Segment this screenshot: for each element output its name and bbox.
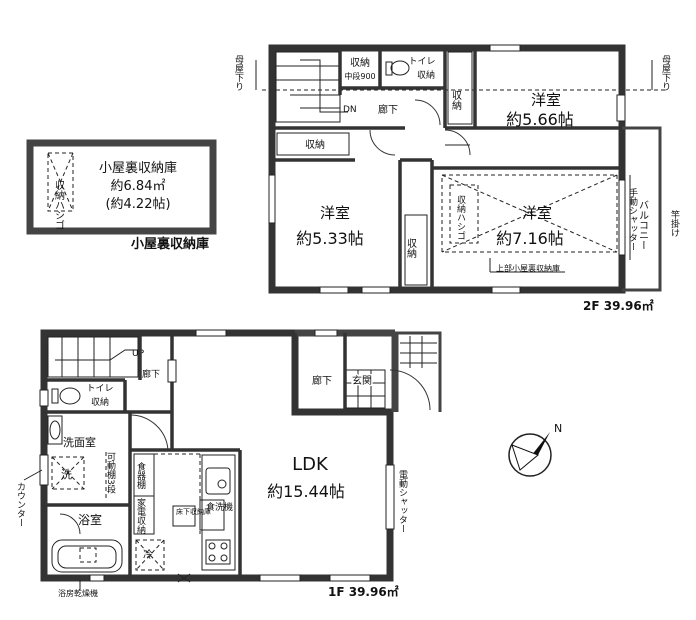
north-label: N <box>554 422 562 435</box>
ldk-name: LDK <box>292 454 329 475</box>
movable-shelf-label: 可動棚3段 <box>105 452 116 495</box>
closet-top-sub: 中段900 <box>344 71 375 81</box>
floor1-area-label: 1F 39.96㎡ <box>328 584 399 599</box>
underfloor-storage-label: 床下収納庫 <box>176 507 211 516</box>
hanger-label: 竿掛け <box>669 209 680 237</box>
attic-area-tatami: (約4.22帖) <box>105 197 170 212</box>
north-compass: N <box>508 422 562 477</box>
pantry-label: 食器棚 <box>135 461 146 490</box>
ldk-size: 約15.44帖 <box>267 482 345 501</box>
washroom-label: 洗面室 <box>63 435 96 449</box>
fridge-label: 冷 <box>143 548 153 561</box>
closet-a-label: 収納 <box>450 90 462 111</box>
room3-name: 洋室 <box>522 204 552 222</box>
toilet-2f-label: トイレ <box>408 57 435 67</box>
manual-shutter-label: 手動シャッター <box>627 187 638 251</box>
attic-storage-plan: 収納ハシゴ 小屋裏収納庫 約6.84㎡ (約4.22帖) 小屋裏収納庫 <box>26 139 217 252</box>
toilet-2f-icon <box>390 60 410 76</box>
dishwasher-label: 食洗機 <box>206 501 233 513</box>
room1-name: 洋室 <box>531 91 561 109</box>
room2-size: 約5.33帖 <box>296 229 364 248</box>
closet-top-label: 収納 <box>350 56 370 69</box>
attic-hatch-label: 収納ハシゴ <box>53 180 65 230</box>
closet-b-label: 収納 <box>305 138 325 151</box>
second-floor-plan: 母屋下り 母屋下り バルコニー 竿掛け 手動シャッター DN 収納 中段90 <box>233 44 680 313</box>
toilet-2f-storage: 収納 <box>417 69 435 81</box>
roof-lowering-right: 母屋下り <box>660 55 671 91</box>
bath-label: 浴室 <box>78 512 102 527</box>
room3-attic-note: 上部小屋裏収納庫 <box>496 263 560 273</box>
room2-name: 洋室 <box>320 204 350 222</box>
floor2-area-label: 2F 39.96㎡ <box>583 298 654 313</box>
balcony-label: バルコニー <box>637 200 649 250</box>
attic-caption: 小屋裏収納庫 <box>131 236 209 252</box>
electric-shutter-label: 電動シャッター <box>397 470 408 533</box>
room3-size: 約7.16帖 <box>496 229 564 248</box>
room1-size: 約5.66帖 <box>506 110 574 129</box>
attic-area-m2: 約6.84㎡ <box>111 179 166 194</box>
attic-title: 小屋裏収納庫 <box>99 161 177 176</box>
toilet-1f-icon <box>59 387 81 405</box>
counter-label: カウンター <box>15 482 26 527</box>
roof-lowering-left: 母屋下り <box>233 55 244 91</box>
hall1-label: 廊下 <box>142 368 160 380</box>
stair-down-label: DN <box>343 105 357 115</box>
hall-2f-label: 廊下 <box>378 103 398 116</box>
hall2-label: 廊下 <box>312 374 332 387</box>
first-floor-plan: UP 廊下 トイレ 収納 廊下 玄関 洗面室 洗 可動棚3段 <box>15 329 442 599</box>
appliance-storage-label: 家電収納 <box>135 497 146 535</box>
washer-label: 洗 <box>61 468 72 481</box>
room3-hatch-label: 収納ハシゴ <box>455 194 466 240</box>
entrance-label: 玄関 <box>352 374 372 387</box>
closet-c-label: 収納 <box>405 238 417 259</box>
toilet-1f-label: トイレ <box>86 384 113 394</box>
toilet-1f-storage: 収納 <box>91 396 109 408</box>
bath-dryer-label: 浴房乾燥機 <box>58 588 98 598</box>
